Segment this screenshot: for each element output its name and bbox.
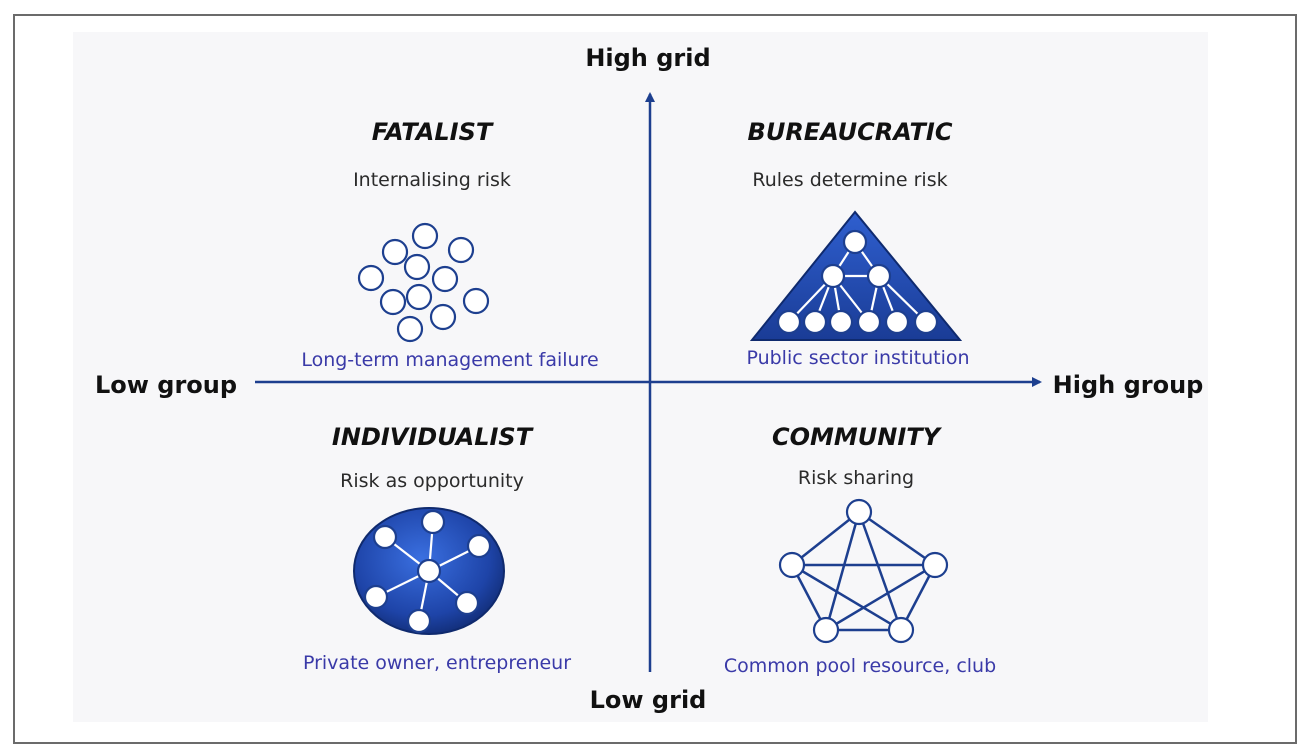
community-subtitle: Risk sharing [798, 467, 914, 489]
fatalist-subtitle: Internalising risk [353, 169, 511, 191]
individualist-subtitle: Risk as opportunity [340, 470, 524, 492]
community-example: Common pool resource, club [724, 655, 996, 677]
pentagon-network-icon [778, 498, 949, 644]
quadrant-community: COMMUNITY Risk sharing Common pool resou… [724, 423, 996, 677]
hierarchy-triangle-icon [749, 210, 963, 341]
individualist-title: INDIVIDUALIST [332, 423, 534, 451]
axis-label-high-group: High group [1053, 371, 1204, 399]
axis-label-low-grid: Low grid [590, 686, 707, 714]
quadrant-individualist: INDIVIDUALIST Risk as opportunity Privat… [303, 423, 571, 674]
bureaucratic-example: Public sector institution [746, 347, 969, 369]
fatalist-example: Long-term management failure [301, 349, 598, 371]
community-title: COMMUNITY [772, 423, 943, 451]
axis-label-low-group: Low group [95, 371, 237, 399]
hub-network-icon [353, 507, 505, 635]
diagram-panel [73, 32, 1208, 722]
fatalist-title: FATALIST [372, 118, 494, 146]
quadrant-fatalist: FATALIST Internalising risk Long-term ma… [301, 118, 598, 371]
axis-label-high-grid: High grid [585, 44, 710, 72]
scattered-circles-icon [357, 222, 490, 343]
bureaucratic-title: BUREAUCRATIC [748, 118, 953, 146]
individualist-example: Private owner, entrepreneur [303, 652, 571, 674]
quadrant-bureaucratic: BUREAUCRATIC Rules determine risk Public… [746, 118, 969, 369]
bureaucratic-subtitle: Rules determine risk [752, 169, 947, 191]
